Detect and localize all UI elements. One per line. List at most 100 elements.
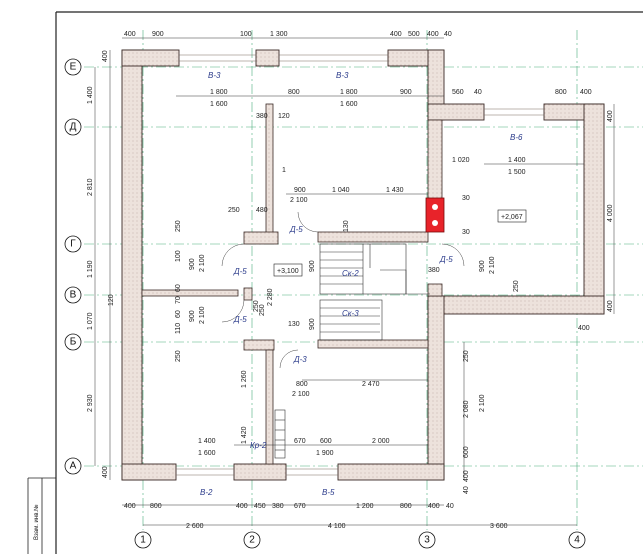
- dim-in-d30: 670: [294, 438, 306, 445]
- window-v5: В-5: [322, 488, 335, 497]
- flue-circle-bottom: [432, 220, 438, 226]
- dim-in-d34: 1 600: [198, 450, 216, 457]
- dim-in-d9: 1 430: [386, 187, 404, 194]
- dim-in-d39: 2 100: [479, 394, 486, 412]
- left-dimensions: 400 1 400 2 810 1 190 1 070 2 930 400 12…: [87, 50, 182, 478]
- dim-left-small-6: 250: [175, 350, 182, 362]
- dim-right-400b: 400: [578, 325, 590, 332]
- window-v3b: В-3: [336, 71, 349, 80]
- dim-top2-1: 800: [288, 89, 300, 96]
- dim-bot-6: 1 200: [356, 503, 374, 510]
- window-v2: В-2: [200, 488, 213, 497]
- dim-in-d1: 380: [256, 113, 268, 120]
- dim-left-0: 400: [102, 50, 109, 62]
- dim-top3-1: 1 600: [340, 101, 358, 108]
- dim-bot-3: 450: [254, 503, 266, 510]
- dim-in-d38: 900: [309, 260, 316, 272]
- dim-left-2: 2 810: [87, 178, 94, 196]
- dim-left-6: 400: [102, 466, 109, 478]
- stair-kr2: [274, 409, 286, 459]
- dim-right-5: 600: [463, 446, 470, 458]
- dim-top2-6: 800: [555, 89, 567, 96]
- door-swings: [221, 211, 465, 369]
- dim-in-d28: 1 260: [241, 370, 248, 388]
- stair-sk3: [319, 299, 383, 341]
- axis-letter-bubbles: Е Д Г В Б А: [64, 58, 82, 475]
- dim-in-d24: 900: [309, 318, 316, 330]
- dim-in-d23: 130: [288, 321, 300, 328]
- dim-top-1: 900: [152, 31, 164, 38]
- stamp-label: Взам. инв.№: [33, 504, 40, 540]
- dim-in-d35: 1 900: [316, 450, 334, 457]
- dim-left-5: 2 930: [87, 394, 94, 412]
- dim-right-7: 40: [463, 486, 470, 494]
- dim-bot-9: 40: [446, 503, 454, 510]
- door-d5a: Д-5: [289, 225, 303, 234]
- stair-label-kr2: Кр-2: [250, 441, 267, 450]
- dim-left-small-2: 100: [175, 250, 182, 262]
- dim-top-3: 1 300: [270, 31, 288, 38]
- axis-v: В: [70, 290, 77, 301]
- dim-in-d25: 800: [296, 381, 308, 388]
- dim-bot-2: 400: [236, 503, 248, 510]
- door-d5c: Д-5: [233, 315, 247, 324]
- axis-b: Б: [70, 337, 77, 348]
- dim-in-d12: 130: [343, 220, 350, 232]
- top-dimensions: 400 900 100 1 300 400 500 400 40 1 800 8…: [124, 31, 592, 108]
- dim-in-d13: 30: [462, 195, 470, 202]
- sheet-frame: [27, 11, 643, 554]
- dim-top2-3: 900: [400, 89, 412, 96]
- dim-bot-8: 400: [428, 503, 440, 510]
- dim-in-d16: 900: [479, 260, 486, 272]
- dim-bot-4: 380: [272, 503, 284, 510]
- window-v3a: В-3: [208, 71, 221, 80]
- dim-in-d37: 2 100: [199, 306, 206, 324]
- dim-left-small-3: 60: [175, 284, 182, 292]
- dim-left-small-5: 110: [175, 323, 182, 334]
- right-dimensions: 400 4 000 400 400 250 2 080 600 400 40: [463, 110, 614, 494]
- dim-in-d36: 900: [189, 310, 196, 322]
- dim-in-d11: 480: [256, 207, 268, 214]
- dim-in-d26: 2 100: [292, 391, 310, 398]
- dim-in-d27: 2 470: [362, 381, 380, 388]
- dim-top-2: 100: [240, 31, 252, 38]
- exterior-walls: [121, 49, 605, 481]
- interior-walls: [141, 103, 443, 465]
- dim-in-d20: 900: [189, 258, 196, 270]
- window-glazing: [176, 54, 544, 476]
- dim-in-d31: 600: [320, 438, 332, 445]
- level-box-a: [273, 263, 303, 277]
- dim-top-6: 400: [427, 31, 439, 38]
- flue-circle-top: [432, 204, 438, 210]
- dim-bot-0: 400: [124, 503, 136, 510]
- dim-in-d29: 1 420: [241, 426, 248, 444]
- dim-right-0: 400: [607, 110, 614, 122]
- dim-in-d7: 2 100: [290, 197, 308, 204]
- dim-right-2: 400: [607, 300, 614, 312]
- dim-top-0: 400: [124, 31, 136, 38]
- dim-top-4: 400: [390, 31, 402, 38]
- dim-in-d17: 2 100: [489, 256, 496, 274]
- axis-a: А: [70, 461, 77, 472]
- dim-top2-5: 40: [474, 89, 482, 96]
- dim-axis-34: 3 600: [490, 523, 508, 530]
- stair-sk2: [319, 243, 430, 295]
- dim-in-d41: 60: [175, 310, 182, 318]
- dim-bot-7: 800: [400, 503, 412, 510]
- chimney-block: [425, 197, 445, 233]
- dim-in-d4: 1 400: [508, 157, 526, 164]
- dim-in-d5: 1 500: [508, 169, 526, 176]
- dim-right-3: 250: [463, 350, 470, 362]
- axis-3: 3: [424, 535, 430, 546]
- dim-top2-2: 1 800: [340, 89, 358, 96]
- door-d3: Д-3: [293, 355, 307, 364]
- dim-axis-12: 2 600: [186, 523, 204, 530]
- dim-top-5: 500: [408, 31, 420, 38]
- axis-2: 2: [249, 535, 255, 546]
- dim-top2-4: 560: [452, 89, 464, 96]
- axis-g: Г: [70, 239, 76, 250]
- dim-in-d6: 900: [294, 187, 306, 194]
- dim-in-d40: 1: [282, 167, 286, 174]
- dim-in-d19: 2 280: [267, 288, 274, 306]
